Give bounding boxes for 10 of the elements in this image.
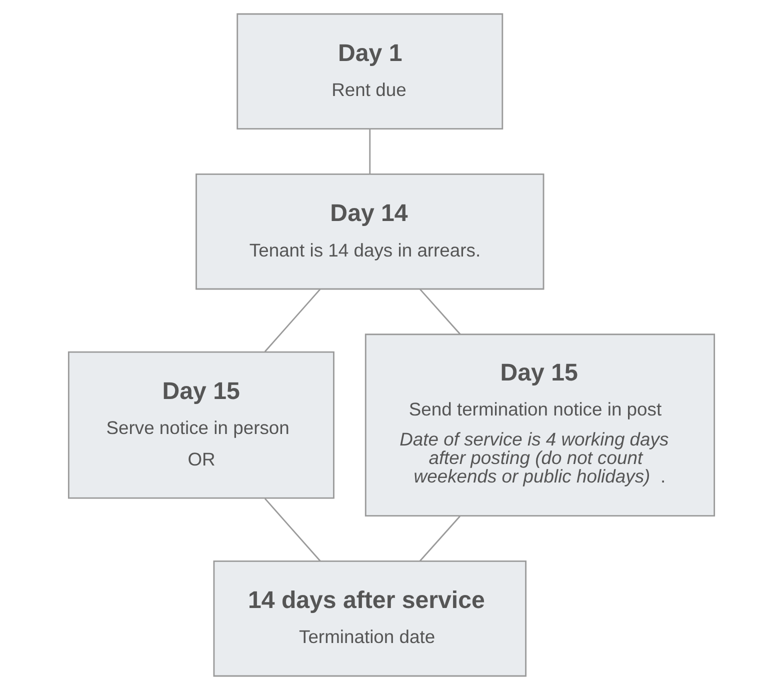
node-box: Day 14 Tenant is 14 days in arrears. — [196, 173, 544, 290]
connector — [264, 288, 321, 352]
connector — [369, 129, 371, 174]
node-box: Day 1 Rent due — [236, 13, 504, 130]
connector — [264, 498, 321, 562]
node-box: Day 15 Serve notice in person OR — [68, 351, 334, 499]
node-box: 14 days after service Termination date — [213, 560, 527, 677]
connector — [419, 516, 460, 562]
node-box: Day 15 Send termination notice in post Date of service is 4 working days after posting (do not count weekends or public holidays). — [364, 334, 716, 517]
connector — [419, 288, 461, 335]
